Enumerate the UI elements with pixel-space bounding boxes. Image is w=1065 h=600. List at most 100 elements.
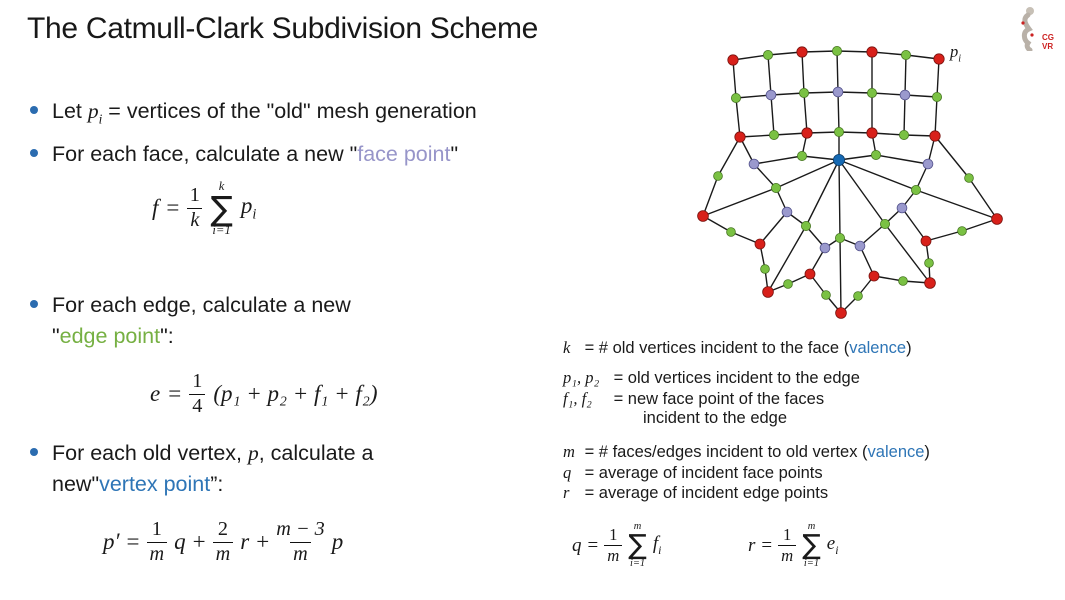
- logo-text: CG VR: [1042, 33, 1054, 51]
- text-run: = vertices of the "old" mesh generation: [102, 99, 477, 123]
- text-run: ”:: [210, 472, 224, 497]
- text-run: = average of incident edge points: [580, 484, 829, 502]
- math-var: f₁, f₂: [563, 388, 592, 408]
- logo-text-cg: CG: [1042, 32, 1054, 42]
- summation: k∑i=1: [210, 180, 232, 237]
- legend-vertex-block: m = # faces/edges incident to old vertex…: [563, 442, 930, 504]
- math-term: pi: [240, 193, 257, 223]
- text-line: "edge point":: [52, 321, 351, 352]
- math-var: p₁, p₂: [563, 368, 600, 387]
- text-run: new": [52, 472, 100, 497]
- summation: m∑i=1: [802, 521, 821, 569]
- math-term: q: [174, 529, 186, 555]
- legend-edge-block: p₁, p₂ = old vertices incident to the ed…: [563, 368, 860, 429]
- sigma-symbol: ∑: [628, 529, 647, 562]
- fraction-den: k: [187, 207, 203, 233]
- old-vertex-dots: [697, 46, 1003, 319]
- mesh-edges: [702, 50, 998, 314]
- text-run: = average of incident face points: [580, 463, 823, 482]
- text-run: = old vertices incident to the edge: [609, 369, 860, 387]
- face-point-dots: [748, 86, 934, 254]
- math-var: r: [563, 483, 570, 502]
- math-var: k: [563, 338, 571, 357]
- math-var: r: [748, 534, 756, 556]
- math-term: ei: [826, 533, 839, 557]
- bullet-old-vertices: Let pi = vertices of the "old" mesh gene…: [30, 96, 690, 129]
- math-var: p: [87, 99, 99, 123]
- text-run: For each old vertex,: [52, 441, 248, 465]
- legend-f-line-cont: incident to the edge: [643, 409, 788, 427]
- bullet-face-point: For each face, calculate a new "face poi…: [30, 139, 690, 170]
- face-point-highlight: face point: [357, 142, 451, 166]
- text-line: For each edge, calculate a new: [52, 293, 351, 317]
- math-expression: (p₁ + p₂ + f₁ + f₂): [213, 381, 378, 407]
- logo-figure-icon: [1021, 7, 1034, 51]
- edge-point-highlight: edge point: [59, 324, 161, 349]
- equals-sign: =: [126, 529, 140, 555]
- text-run: , calculate a: [258, 441, 374, 465]
- text-run: = # old vertices incident to the face (: [580, 339, 850, 357]
- math-var: p: [950, 42, 959, 61]
- math-sub: i: [98, 111, 103, 127]
- math-var: p′: [103, 529, 120, 555]
- equals-sign: =: [761, 534, 773, 556]
- bullet-text: For each old vertex, p, calculate a new"…: [52, 438, 373, 500]
- text-line: new"vertex point”:: [52, 469, 373, 500]
- text-run: = new face point of the faces: [609, 389, 825, 408]
- legend-q-line: q = average of incident face points: [563, 463, 930, 484]
- bullet-edge-point: For each edge, calculate a new "edge poi…: [30, 290, 480, 352]
- fraction-num: 1: [192, 370, 203, 392]
- summation: m∑i=1: [628, 521, 647, 569]
- text-run: ": [52, 324, 60, 349]
- valence-highlight: valence: [849, 339, 907, 357]
- bullet-dot: [30, 149, 38, 157]
- text-run: ": [450, 142, 459, 166]
- math-var: p: [247, 441, 259, 465]
- text-run: ":: [160, 324, 174, 349]
- legend-p-line: p₁, p₂ = old vertices incident to the ed…: [563, 368, 860, 389]
- math-var: q: [572, 534, 582, 556]
- text-run: Let: [52, 99, 88, 123]
- sigma-symbol: ∑: [802, 529, 821, 562]
- text-run: ): [924, 443, 930, 461]
- sum-upper: k: [218, 179, 225, 193]
- fraction-den: 4: [189, 393, 206, 419]
- legend-r-line: r = average of incident edge points: [563, 483, 930, 504]
- bullet-text: Let pi = vertices of the "old" mesh gene…: [52, 96, 477, 129]
- legend-m-line: m = # faces/edges incident to old vertex…: [563, 442, 930, 463]
- plus-sign: +: [192, 529, 206, 555]
- text-run: = # faces/edges incident to old vertex (: [580, 443, 868, 461]
- bullet-dot: [30, 300, 38, 308]
- cgvr-logo: CG VR: [1016, 5, 1054, 51]
- page-title: The Catmull-Clark Subdivision Scheme: [27, 12, 539, 45]
- equals-sign: =: [587, 534, 599, 556]
- sum-lower: i=1: [212, 223, 231, 238]
- bullet-text: For each edge, calculate a new "edge poi…: [52, 290, 351, 352]
- math-term: r: [240, 529, 250, 555]
- bullet-dot: [30, 106, 38, 114]
- math-sub: i: [958, 53, 962, 65]
- edge-point-dots: [713, 45, 974, 301]
- legend-k-line: k = # old vertices incident to the face …: [563, 338, 912, 359]
- bullet-text: For each face, calculate a new "face poi…: [52, 139, 458, 170]
- math-var: m: [563, 442, 575, 461]
- math-var: q: [563, 462, 572, 482]
- vertex-point-highlight: vertex point: [99, 472, 211, 497]
- fraction-num: 1: [189, 184, 200, 207]
- valence-highlight: valence: [867, 443, 925, 461]
- subdivision-mesh-diagram: [697, 45, 1003, 319]
- legend-f-line: f₁, f₂ = new face point of the faces: [563, 389, 860, 410]
- vertex-point-dot: [832, 154, 845, 167]
- mesh-label-pi: pi: [950, 42, 961, 64]
